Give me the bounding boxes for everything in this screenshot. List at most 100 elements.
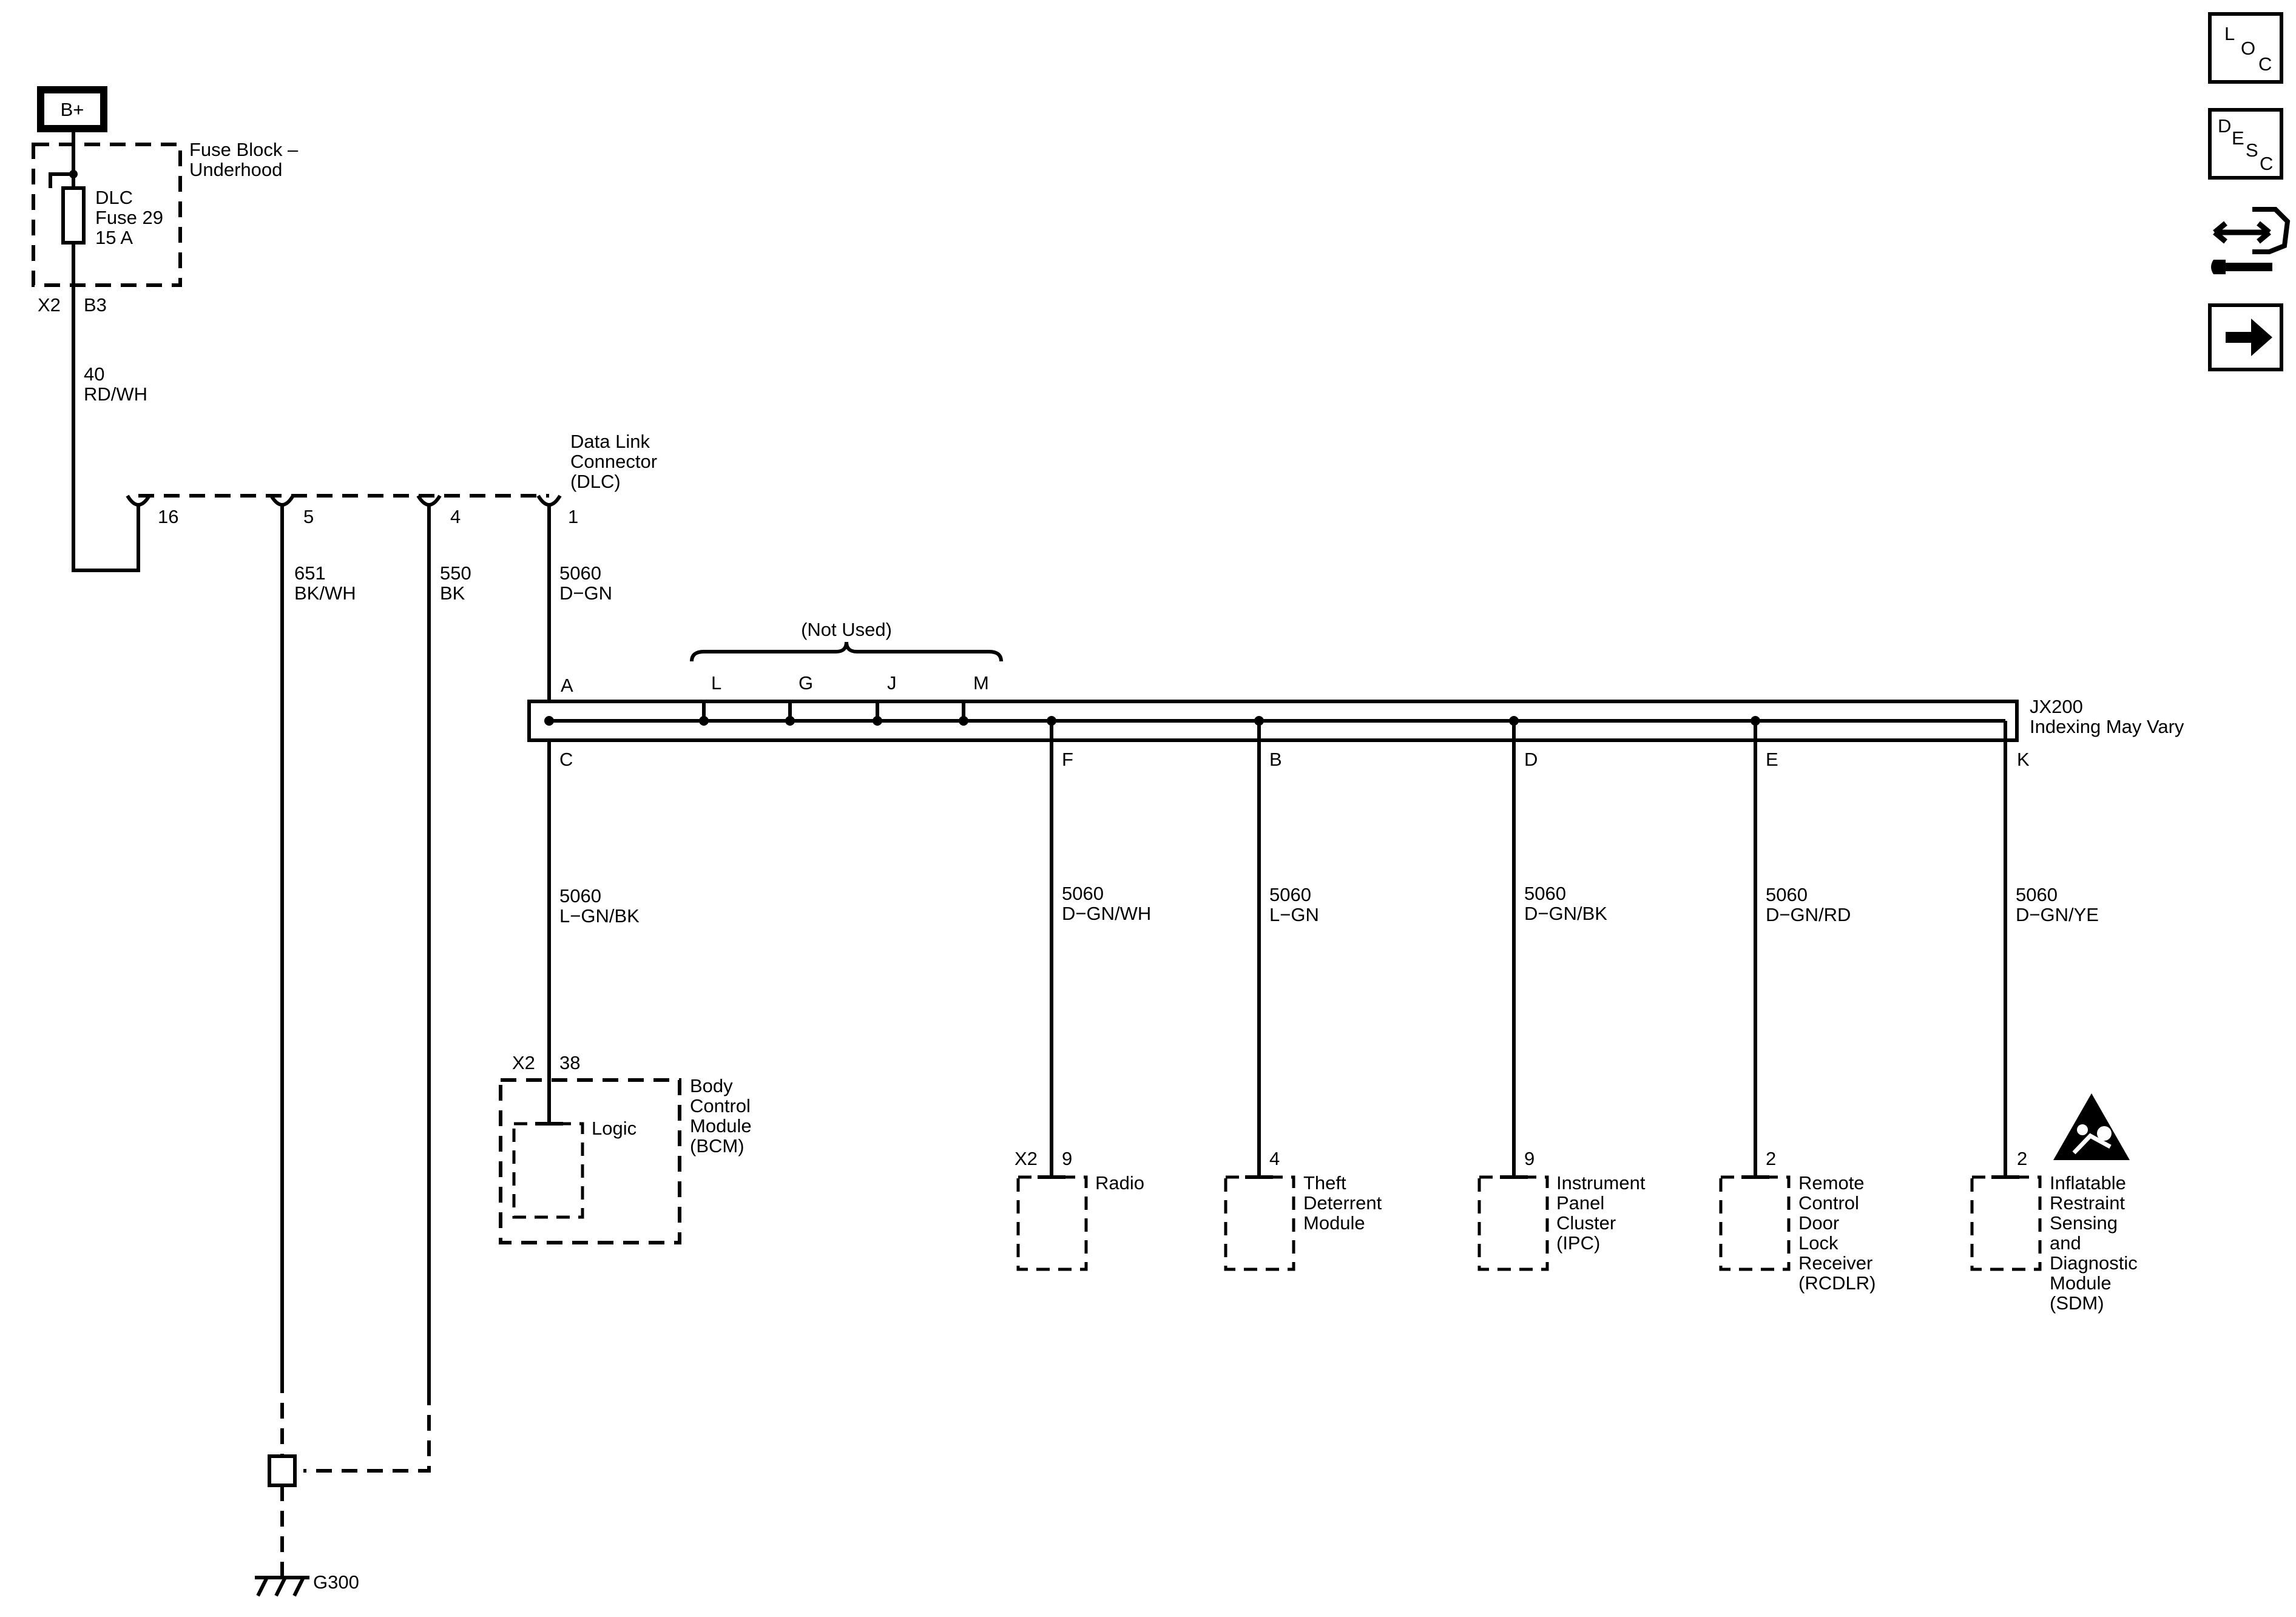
branch-rcdlr-circuit: 5060 <box>1766 884 1808 905</box>
jx200-pin-c: C <box>559 749 573 770</box>
loc-icon[interactable]: L O C <box>2208 12 2283 84</box>
feed-wire: 40 RD/WH <box>72 285 147 572</box>
fuse-label-3: 15 A <box>95 227 133 248</box>
loc-letter-l: L <box>2224 23 2235 44</box>
rcdlr-name-4: Lock <box>1798 1232 1838 1254</box>
jx200-pin-a: A <box>561 675 573 696</box>
loc-letter-o: O <box>2241 38 2255 59</box>
jx200-pin-j: J <box>887 672 897 694</box>
module-theft-deterrent: 4 Theft Deterrent Module <box>1224 1148 1382 1271</box>
theft-name-3: Module <box>1303 1212 1365 1234</box>
ipc-name-1: Instrument <box>1556 1172 1646 1193</box>
branch-radio-color: D−GN/WH <box>1062 903 1151 924</box>
ground-label: G300 <box>313 1571 359 1593</box>
rcdlr-name-1: Remote <box>1798 1172 1865 1193</box>
jx200-pin-k: K <box>2017 749 2030 770</box>
power-label: B+ <box>61 99 84 120</box>
dlc-title-3: (DLC) <box>570 471 621 492</box>
radio-pin: 9 <box>1062 1148 1072 1169</box>
dlc-ground-wires: 651 BK/WH 550 BK <box>280 513 471 1473</box>
sdm-name-2: Restraint <box>2050 1192 2125 1214</box>
branch-radio-circuit: 5060 <box>1062 883 1104 904</box>
branch-bcm-circuit: 5060 <box>559 885 601 906</box>
sdm-name-5: Diagnostic <box>2050 1252 2138 1274</box>
bcm-name-2: Control <box>690 1095 751 1116</box>
branch-rcdlr-color: D−GN/RD <box>1766 904 1851 925</box>
wire-5060-dgn-circuit: 5060 <box>559 562 601 584</box>
feed-wire-circuit: 40 <box>84 363 104 385</box>
branch-wires: 5060 L−GN/BK 5060 D−GN/WH 5060 L−GN 5060… <box>547 721 2099 1177</box>
module-rcdlr: 2 Remote Control Door Lock Receiver (RCD… <box>1719 1148 1876 1294</box>
module-ipc: 9 Instrument Panel Cluster (IPC) <box>1477 1148 1646 1271</box>
branch-sdm-circuit: 5060 <box>2016 884 2058 905</box>
desc-letter-s: S <box>2246 140 2258 161</box>
jx200-name: JX200 <box>2030 696 2083 717</box>
bcm-pin: 38 <box>559 1052 580 1073</box>
sdm-name-1: Inflatable <box>2050 1172 2126 1193</box>
jx200-pin-m: M <box>973 672 989 694</box>
fuse-connector-label: X2 <box>38 294 61 316</box>
fuse-block-title-2: Underhood <box>189 159 282 180</box>
branch-ipc-color: D−GN/BK <box>1524 903 1607 924</box>
dlc-title-2: Connector <box>570 451 657 472</box>
jx200-pin-l: L <box>711 672 721 694</box>
airbag-warning-icon <box>2053 1093 2130 1160</box>
jx200-pin-f: F <box>1062 749 1073 770</box>
feed-wire-color: RD/WH <box>84 383 147 405</box>
bcm-logic-label: Logic <box>592 1118 636 1139</box>
splice-pack-jx200: (Not Used) A L G J M C F B D E K JX200 I… <box>527 619 2184 770</box>
bcm-name-1: Body <box>690 1075 733 1096</box>
connector-tool-icon[interactable] <box>2211 207 2291 274</box>
dlc-pin-16: 16 <box>158 506 178 527</box>
module-bcm: X2 38 Logic Body Control Module (BCM) <box>499 1052 752 1244</box>
jx200-pin-g: G <box>799 672 813 694</box>
radio-connector: X2 <box>1015 1148 1038 1169</box>
dlc-data-wire: 5060 D−GN <box>547 513 612 719</box>
sdm-name-3: Sensing <box>2050 1212 2118 1234</box>
jx200-pin-b: B <box>1269 749 1282 770</box>
branch-ipc-circuit: 5060 <box>1524 883 1566 904</box>
sdm-name-7: (SDM) <box>2050 1292 2104 1314</box>
wire-550-color: BK <box>440 582 465 604</box>
ipc-name-3: Cluster <box>1556 1212 1616 1234</box>
next-arrow-icon[interactable] <box>2208 303 2283 371</box>
dlc-title-1: Data Link <box>570 431 650 452</box>
not-used-label: (Not Used) <box>801 619 892 640</box>
module-radio: X2 9 Radio <box>1015 1148 1144 1271</box>
ipc-name-2: Panel <box>1556 1192 1604 1214</box>
radio-name: Radio <box>1095 1172 1144 1193</box>
module-sdm: 2 Inflatable Restraint Sensing and Diagn… <box>1970 1093 2138 1314</box>
jx200-note: Indexing May Vary <box>2030 716 2184 737</box>
theft-pin: 4 <box>1269 1148 1280 1169</box>
dlc-pin-1: 1 <box>568 506 578 527</box>
loc-letter-c: C <box>2258 53 2272 75</box>
data-link-connector: Data Link Connector (DLC) 16 5 4 1 <box>126 431 657 527</box>
branch-theft-color: L−GN <box>1269 904 1319 925</box>
desc-letter-c: C <box>2260 153 2273 174</box>
wire-550-circuit: 550 <box>440 562 471 584</box>
wire-651-circuit: 651 <box>294 562 326 584</box>
fuse-block-title-1: Fuse Block – <box>189 139 299 160</box>
wire-651-color: BK/WH <box>294 582 356 604</box>
bcm-name-3: Module <box>690 1115 752 1136</box>
desc-icon[interactable]: D E S C <box>2208 108 2283 180</box>
rcdlr-name-2: Control <box>1798 1192 1859 1214</box>
sdm-name-6: Module <box>2050 1272 2112 1294</box>
fuse-label-2: Fuse 29 <box>95 207 163 228</box>
rcdlr-name-3: Door <box>1798 1212 1839 1234</box>
ipc-name-4: (IPC) <box>1556 1232 1600 1254</box>
jx200-pin-d: D <box>1524 749 1538 770</box>
theft-name-1: Theft <box>1303 1172 1346 1193</box>
fuse-pin-label: B3 <box>84 294 107 316</box>
branch-sdm-color: D−GN/YE <box>2016 904 2099 925</box>
desc-letter-d: D <box>2218 115 2231 137</box>
bcm-name-4: (BCM) <box>690 1135 745 1156</box>
battery-power: B+ <box>37 86 107 132</box>
branch-theft-circuit: 5060 <box>1269 884 1311 905</box>
jx200-pin-e: E <box>1766 749 1778 770</box>
fuse-label-1: DLC <box>95 187 133 208</box>
rcdlr-pin: 2 <box>1766 1148 1776 1169</box>
ipc-pin: 9 <box>1524 1148 1535 1169</box>
wire-5060-dgn-color: D−GN <box>559 582 612 604</box>
